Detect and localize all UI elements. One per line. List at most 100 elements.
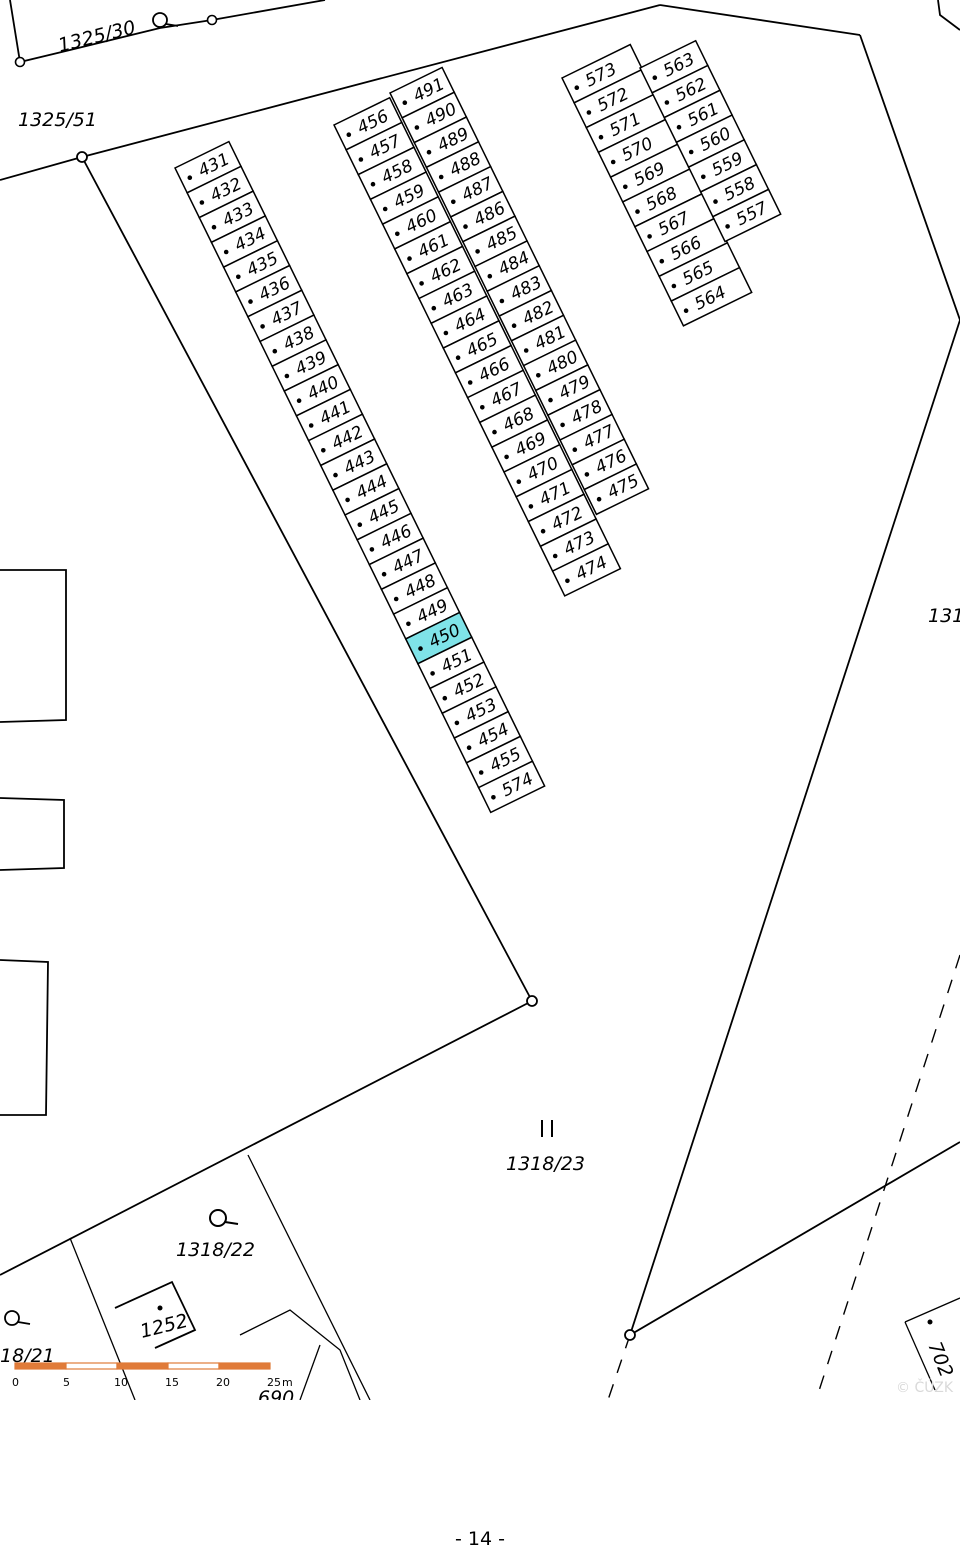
parcel-point-marker (272, 348, 278, 354)
parcel-point-marker (451, 199, 456, 205)
scale-bar-segment (116, 1362, 169, 1370)
parcel-point-marker (454, 720, 460, 726)
parcel-label: 1325/51 (18, 109, 97, 131)
parcel-point-marker (478, 770, 484, 775)
garage-parcel (711, 188, 782, 243)
parcel-point-marker (414, 125, 420, 130)
parcel-point-marker (565, 578, 570, 584)
scale-bar-tick-label: 25 (267, 1376, 281, 1389)
parcel-point-marker (635, 209, 640, 214)
parcel-point-marker (511, 323, 517, 329)
parcel-point-marker (211, 224, 217, 230)
parcel-point-marker (688, 149, 694, 155)
page-number: - 14 - (455, 1528, 505, 1550)
parcel-label: 690 (258, 1387, 294, 1400)
parcel-point-marker (467, 380, 473, 385)
parcel-boundaries (0, 0, 960, 1400)
land-use-symbol (541, 1120, 553, 1137)
parcel-label: 1252 (138, 1310, 190, 1343)
parcel-point-marker (701, 174, 706, 180)
parcel-point-marker (548, 397, 553, 403)
parcel-point-marker (491, 795, 496, 800)
parcel-point-marker (345, 497, 350, 503)
parcel-point-marker (664, 100, 670, 105)
parcel-point-marker (584, 472, 590, 477)
scale-bar-segment (65, 1362, 118, 1370)
parcel-point-marker (236, 274, 241, 280)
parcel-point-marker (560, 422, 565, 428)
parcel-point-marker (187, 175, 193, 180)
garage-parcel (583, 463, 650, 516)
parcel-point-marker (713, 199, 718, 204)
parcel-point-marker (284, 373, 290, 379)
parcel-point-marker (463, 224, 468, 229)
parcel-label: 1318/23 (506, 1153, 585, 1175)
parcel-point-marker (523, 348, 529, 353)
parcel-point-marker (382, 206, 388, 212)
survey-points (14, 14, 636, 1341)
scale-bar-tick-label: 10 (114, 1376, 128, 1389)
scale-bar-segment (14, 1362, 67, 1370)
parcel-point-marker (652, 75, 658, 80)
parcel-point-marker (528, 504, 534, 509)
parcel-label: 131 (928, 605, 960, 627)
parcel-point-marker (466, 745, 472, 750)
parcel-point-marker (223, 249, 229, 255)
cadastral-map: 1325/30 1325/51 1318/23 1318/22 1252 18/… (0, 0, 960, 1400)
parcel-point-marker (199, 200, 205, 205)
parcel-point-marker (492, 429, 497, 435)
parcel-point-marker (475, 249, 480, 254)
parcel-point-marker (381, 571, 387, 577)
parcel-point-marker (308, 423, 314, 428)
parcel-point-marker (357, 522, 363, 527)
parcel-point-marker (402, 100, 408, 105)
scale-bar-tick-label: 15 (165, 1376, 179, 1389)
parcel-point-marker (540, 528, 546, 534)
parcel-point-marker (260, 324, 265, 329)
parcel-point-marker (536, 373, 541, 378)
parcel-point-marker (574, 85, 580, 90)
parcel-point-marker (586, 110, 592, 115)
scale-bar-segment (167, 1362, 220, 1370)
parcel-point-marker (610, 159, 616, 165)
parcel-point-marker (499, 298, 505, 304)
parcel-label: 1325/30 (56, 16, 138, 56)
parcel-point-marker (393, 596, 399, 602)
parcel-point-marker (431, 305, 437, 311)
parcel-point-marker (676, 124, 682, 130)
parcel-point-marker (504, 454, 509, 460)
boundary-markers (4, 12, 239, 1326)
parcel-point-marker (598, 134, 604, 140)
parcel-point-marker (443, 330, 449, 336)
parcel-point-marker (333, 472, 338, 478)
garage-parcel (670, 266, 753, 327)
parcel-point-marker (395, 231, 400, 237)
parcel-point-marker (659, 258, 665, 264)
parcel-point-marker (572, 447, 578, 453)
scale-bar-tick-label: 5 (63, 1376, 70, 1389)
parcel-point-marker (430, 671, 435, 676)
scale-bar-segment (218, 1362, 271, 1370)
parcel-point-marker (671, 283, 677, 289)
parcel-point-marker (406, 621, 411, 627)
parcel-point-marker (418, 646, 423, 651)
parcel-point-marker (442, 695, 448, 701)
parcel-point-marker (426, 149, 432, 155)
parcel-point-marker (438, 174, 444, 180)
parcel-point-marker (296, 398, 302, 404)
parcel-point-marker (480, 405, 485, 410)
parcel-point-marker (321, 448, 326, 453)
parcel-point-marker (552, 553, 558, 559)
scale-bar-tick-label: 20 (216, 1376, 230, 1389)
parcel-point-marker (596, 496, 602, 502)
parcel-point-marker (248, 299, 253, 304)
parcel-point-marker (419, 281, 424, 286)
parcel-point-marker (407, 256, 412, 261)
garage-parcel (477, 760, 546, 814)
parcel-point-marker (623, 184, 628, 190)
garage-parcel (551, 542, 622, 597)
parcel-label: 18/21 (0, 1345, 55, 1367)
copyright-notice: © ČÚZK (896, 1378, 954, 1396)
parcel-point-marker (346, 132, 352, 137)
